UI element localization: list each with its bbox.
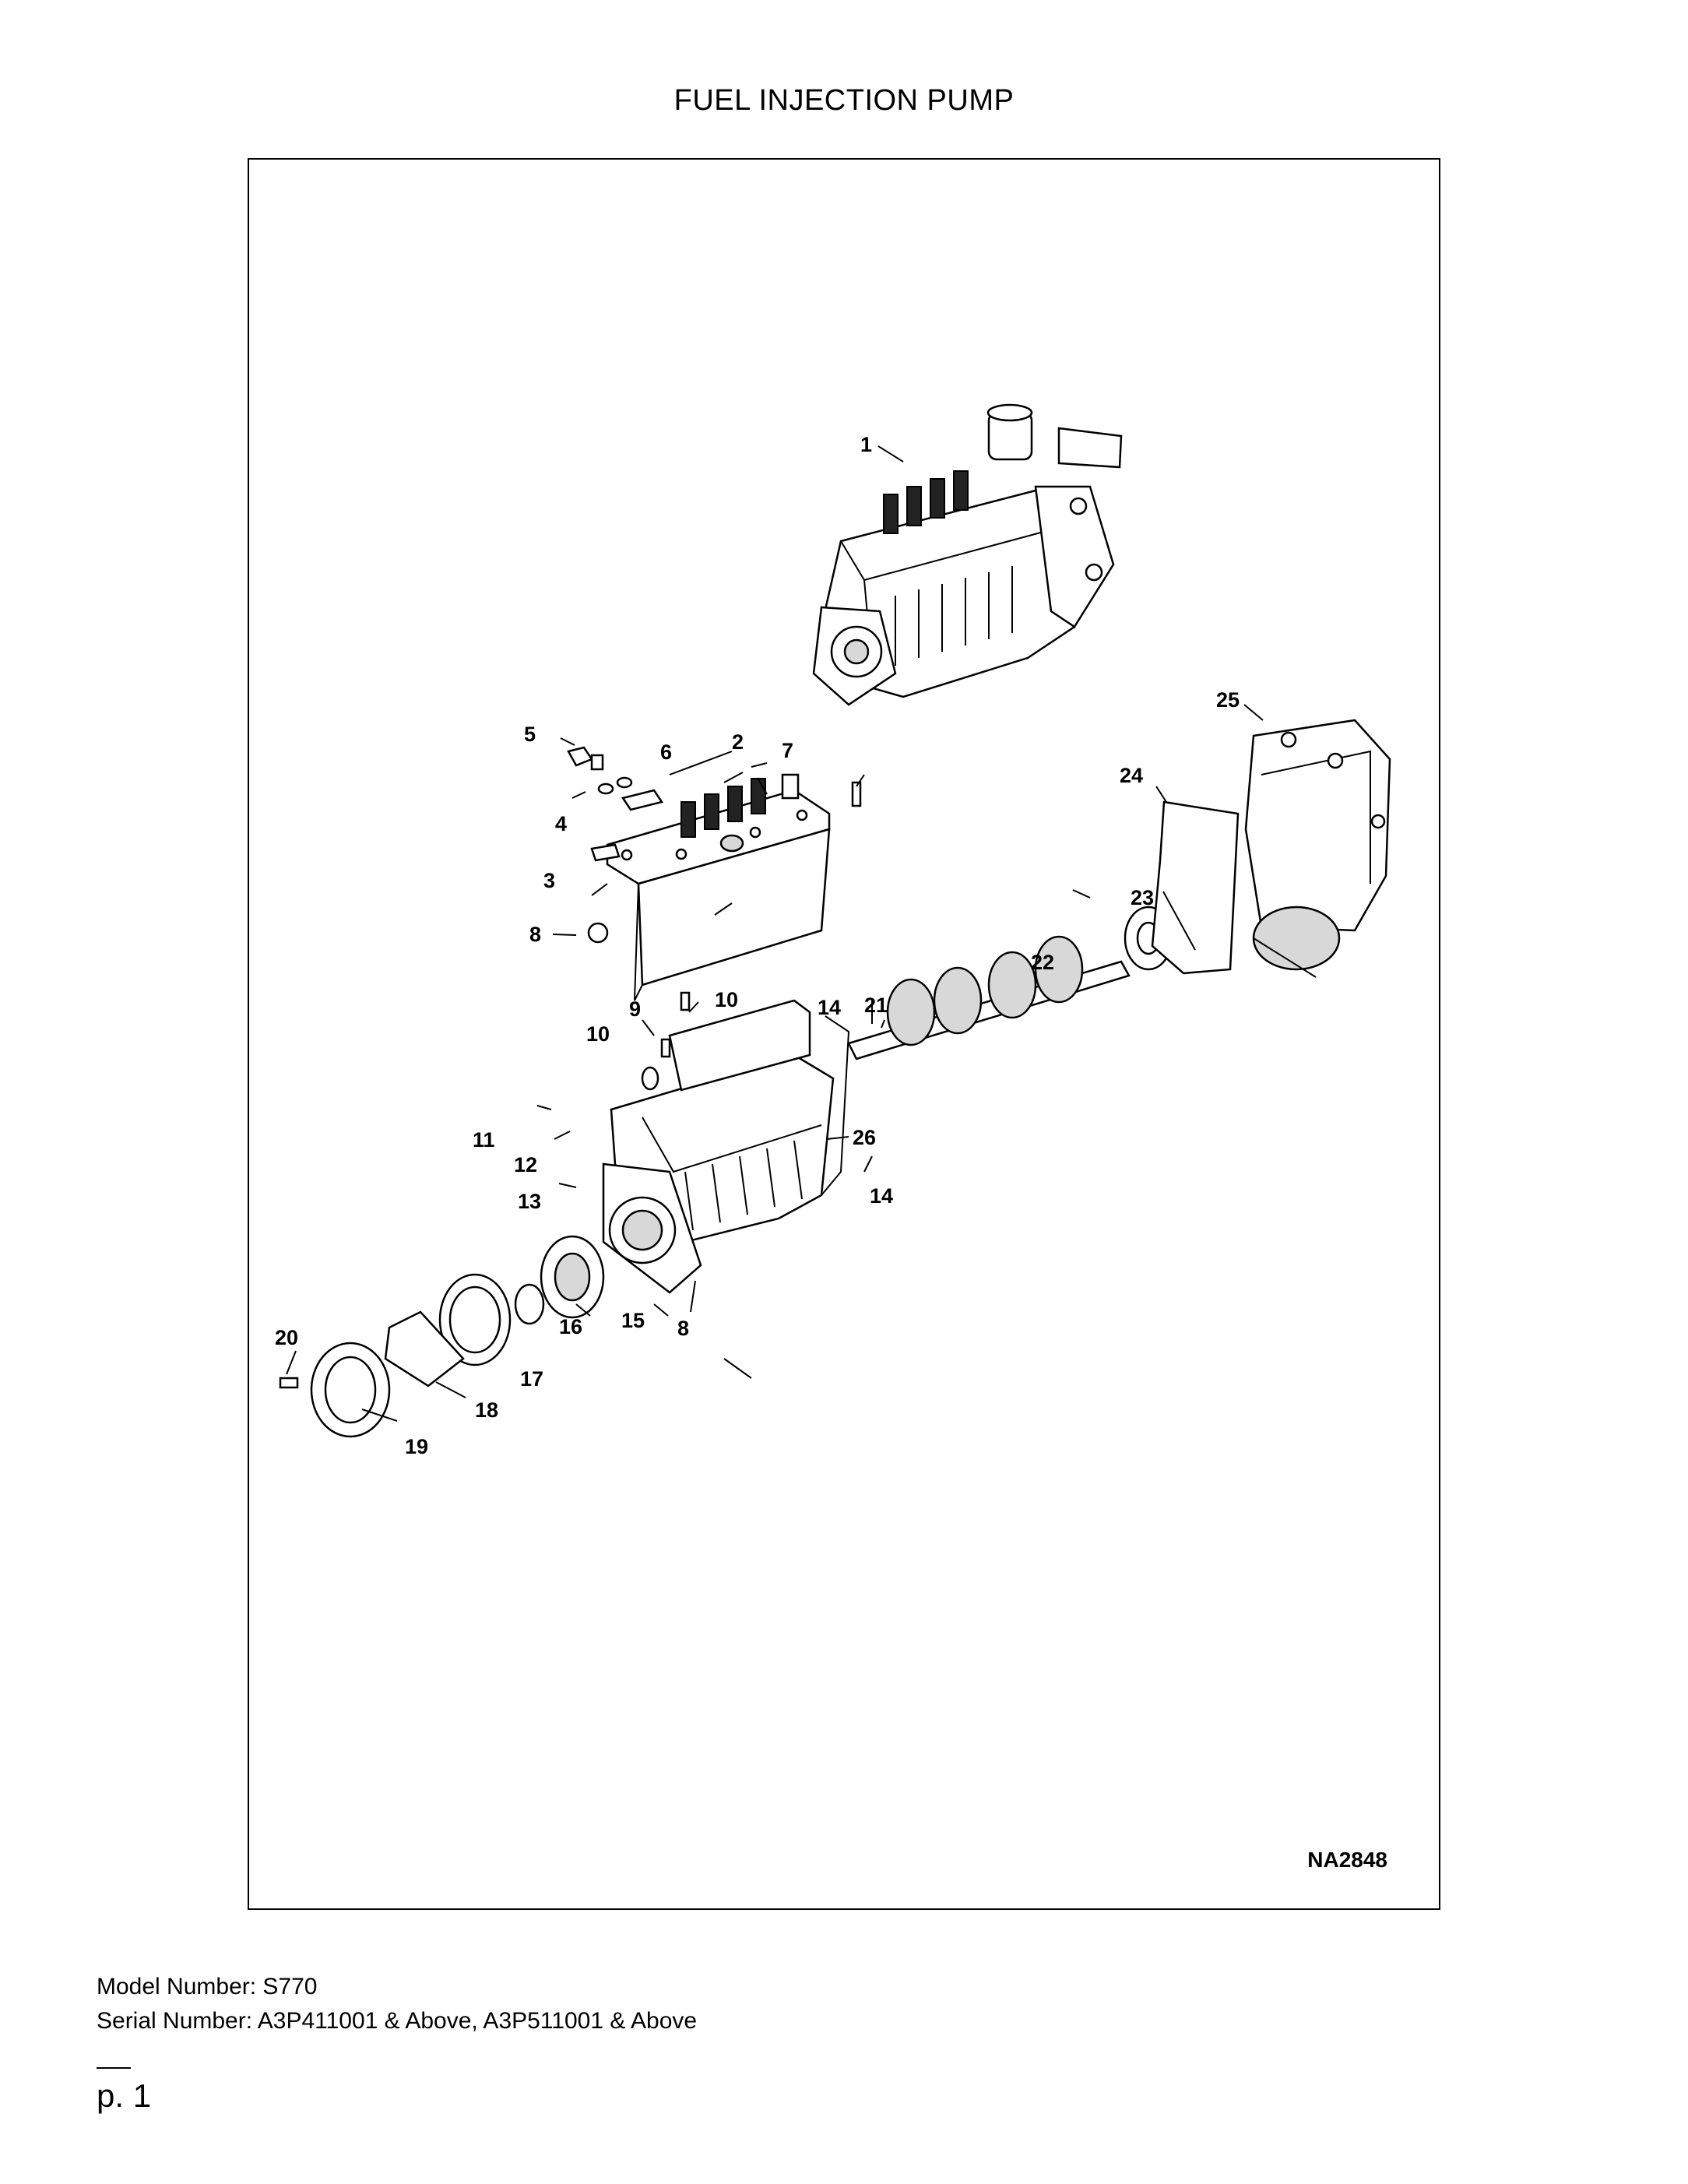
governor-housing-illustration	[1151, 719, 1391, 975]
callout-7: 7	[782, 739, 793, 762]
callout-10-lower: 10	[586, 1022, 610, 1046]
assembled-pump-illustration	[812, 403, 1123, 706]
exploded-parts-diagram: 1 2 3 4 5 6 7 8 8 9 10 10 11 12 13 14 14…	[275, 403, 1391, 1458]
callout-19: 19	[405, 1435, 428, 1458]
model-info: Model Number: S770 Serial Number: A3P411…	[97, 1970, 697, 2038]
leader-lines	[286, 445, 1317, 1422]
callout-16: 16	[559, 1315, 582, 1338]
callout-15: 15	[621, 1309, 645, 1332]
callout-8-lower: 8	[677, 1317, 689, 1340]
callout-23: 23	[1131, 886, 1154, 909]
callout-25: 25	[1216, 688, 1240, 712]
page-title: FUEL INJECTION PUMP	[673, 84, 1015, 117]
callout-2: 2	[732, 730, 744, 754]
drawing-number: NA2848	[1307, 1848, 1387, 1872]
callout-9: 9	[629, 997, 641, 1021]
callout-26: 26	[853, 1126, 876, 1149]
callout-21: 21	[864, 994, 888, 1017]
callout-8-upper: 8	[529, 923, 541, 946]
callout-14-upper: 14	[818, 996, 841, 1019]
callout-22: 22	[1031, 951, 1054, 974]
callout-18: 18	[475, 1398, 498, 1422]
model-number: Model Number: S770	[97, 1974, 318, 1999]
page-number: p. 1	[97, 2077, 152, 2114]
pump-housing-illustration	[602, 991, 850, 1294]
callout-20: 20	[275, 1326, 298, 1349]
callout-17: 17	[520, 1367, 543, 1391]
page-number-rule	[97, 2067, 131, 2069]
drawing-frame: 1 2 3 4 5 6 7 8 8 9 10 10 11 12 13 14 14…	[248, 158, 1440, 1910]
callout-5: 5	[524, 723, 536, 746]
callout-4: 4	[555, 812, 567, 835]
callout-3: 3	[543, 869, 555, 892]
callout-10-upper: 10	[715, 988, 738, 1011]
serial-number: Serial Number: A3P411001 & Above, A3P511…	[97, 2008, 698, 2034]
callout-1: 1	[860, 433, 872, 456]
callout-6: 6	[660, 740, 672, 764]
pump-head-illustration	[567, 746, 862, 1001]
camshaft-illustration	[279, 906, 1173, 1438]
callout-24: 24	[1120, 764, 1143, 787]
callout-13: 13	[518, 1190, 541, 1213]
callout-14-lower: 14	[870, 1184, 893, 1208]
callout-12: 12	[514, 1153, 537, 1176]
callout-11: 11	[473, 1128, 495, 1152]
